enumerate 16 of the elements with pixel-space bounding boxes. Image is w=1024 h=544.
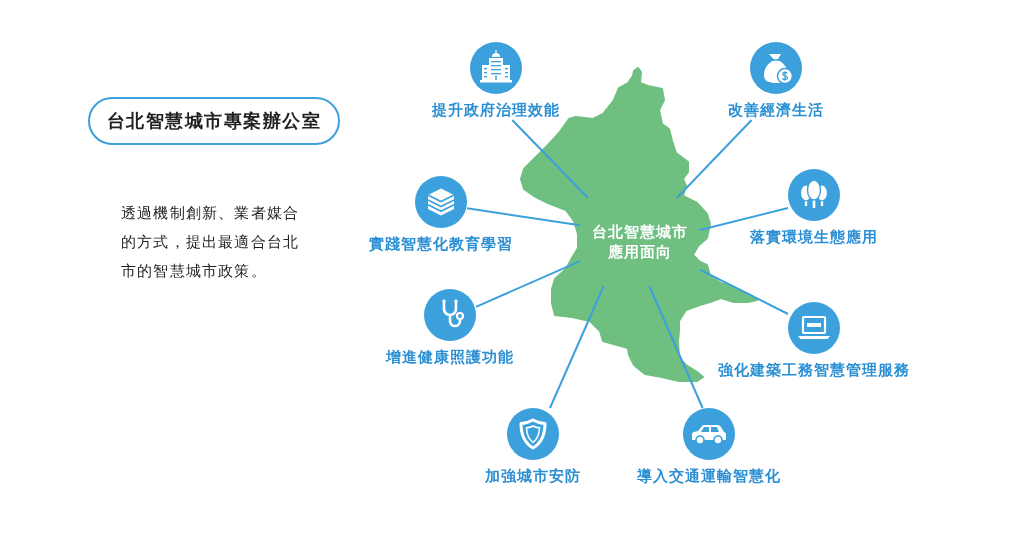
icon-caption: 導入交通運輸智慧化 — [637, 466, 781, 486]
icon-caption: 提升政府治理效能 — [432, 100, 560, 120]
connector-line — [648, 285, 704, 409]
connector-line — [475, 260, 581, 308]
center-label: 台北智慧城市應用面向 — [591, 222, 689, 262]
icon-caption: 改善經濟生活 — [728, 100, 824, 120]
connector-line — [549, 285, 605, 409]
icon-caption: 增進健康照護功能 — [386, 347, 514, 367]
icon-caption: 實踐智慧化教育學習 — [369, 234, 513, 254]
icon-caption: 強化建築工務智慧管理服務 — [718, 360, 910, 380]
connector-line — [699, 268, 789, 315]
description-text: 透過機制創新、業者媒合的方式，提出最適合台北市的智慧城市政策。 — [121, 203, 301, 281]
icon-caption: 落實環境生態應用 — [750, 227, 878, 247]
icon-caption: 加強城市安防 — [485, 466, 581, 486]
connector-line — [511, 119, 590, 199]
title-box: 台北智慧城市專案辦公室 — [88, 97, 340, 145]
